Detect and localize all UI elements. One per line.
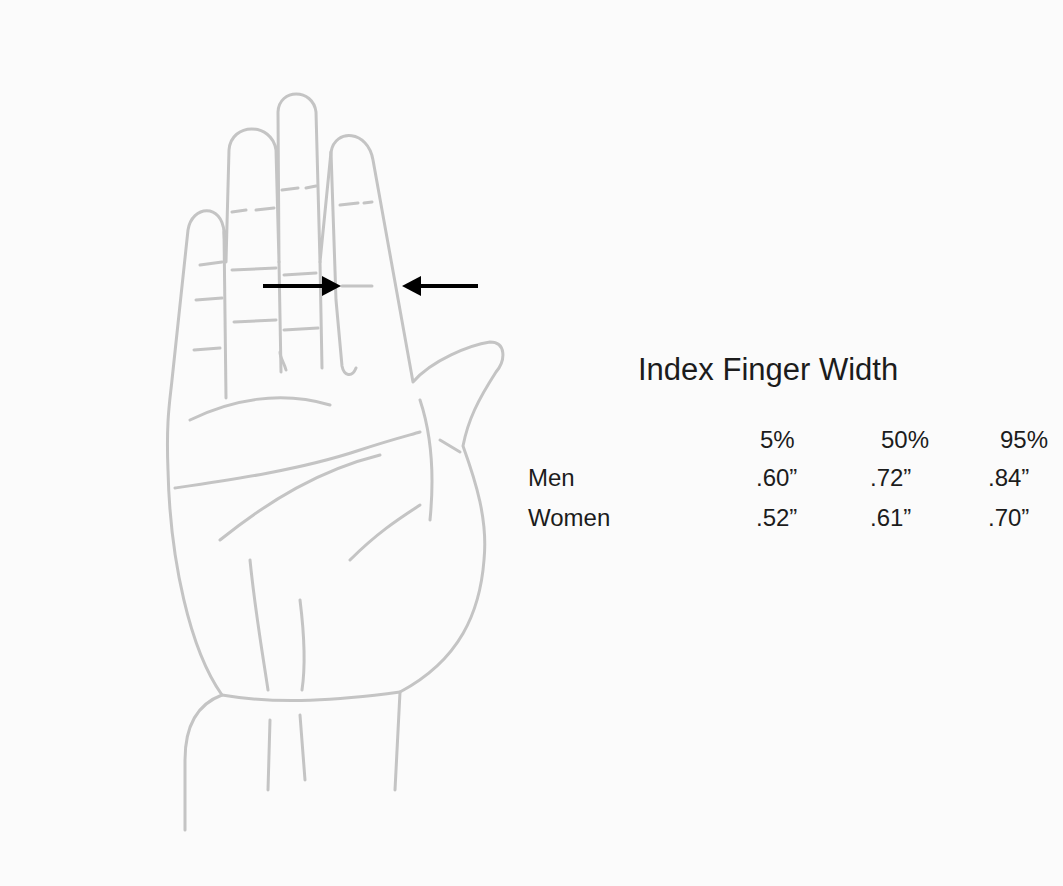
hand-outline (167, 94, 502, 830)
table-cell: .70” (988, 504, 1029, 532)
row-header: Men (528, 464, 575, 492)
column-header: 50% (881, 426, 929, 454)
table-cell: .60” (756, 464, 797, 492)
width-arrows (263, 276, 478, 296)
table-cell: .72” (870, 464, 911, 492)
row-header: Women (528, 504, 610, 532)
arrow-head (322, 276, 341, 296)
column-header: 5% (760, 426, 795, 454)
table-cell: .61” (870, 504, 911, 532)
column-header: 95% (1000, 426, 1048, 454)
table-cell: .52” (756, 504, 797, 532)
arrow-head (402, 276, 421, 296)
arrow-line (419, 284, 478, 288)
chart-title: Index Finger Width (638, 352, 898, 388)
arrow-line (263, 284, 324, 288)
table-cell: .84” (988, 464, 1029, 492)
